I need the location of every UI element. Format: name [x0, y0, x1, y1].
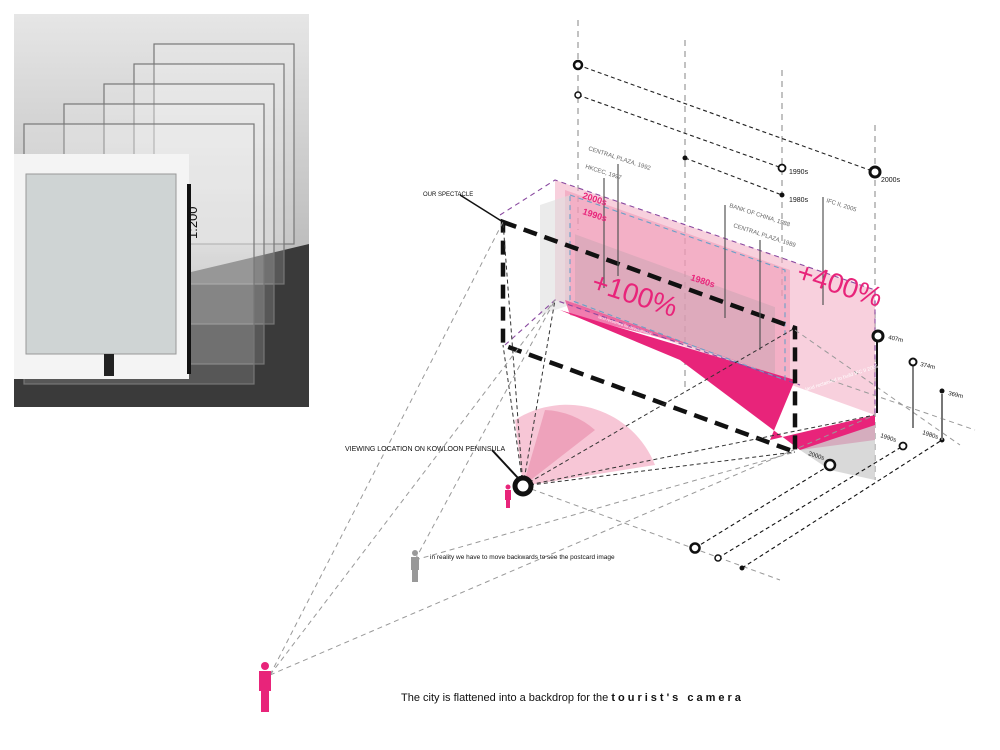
spectacle-frame: [500, 218, 798, 456]
timeline-lines: [577, 64, 876, 196]
label-407m: 407m: [888, 335, 904, 344]
viewing-location-marker: [512, 475, 534, 497]
building-leaders: [603, 164, 824, 350]
label-top-1980s: 1980s: [789, 197, 809, 204]
model-photo: 1:200: [14, 14, 309, 407]
timeline-markers: [572, 59, 882, 198]
label-viewing-location: VIEWING LOCATION ON KOWLOON PENINSULA: [345, 446, 505, 453]
caption-emphasis: tourist's camera: [611, 692, 744, 704]
label-top-1990s: 1990s: [789, 169, 809, 176]
scale-label: 1:200: [185, 206, 200, 239]
label-bottom-1990s: 1990s: [879, 433, 896, 444]
caption: The city is flattened into a backdrop fo…: [401, 692, 744, 704]
label-move-backwards: in reality we have to move backwards to …: [430, 554, 615, 561]
label-374m: 374m: [920, 362, 936, 371]
label-bottom-2000s: 2000s: [807, 451, 824, 462]
height-markers: [871, 329, 945, 440]
label-top-2000s: 2000s: [881, 177, 901, 184]
person-icon-pink-near: [505, 484, 511, 508]
person-icon-gray: [411, 550, 419, 582]
label-369m: 369m: [948, 391, 964, 400]
person-icon-pink-far: [259, 662, 271, 712]
label-ifc-2005: IFC II, 2005: [825, 198, 857, 214]
label-our-spectacle: OUR SPECTACLE: [423, 192, 473, 198]
label-bottom-1980s: 1980s: [921, 430, 938, 441]
land-reclamation: [560, 310, 875, 450]
caption-prefix: The city is flattened into a backdrop fo…: [401, 692, 612, 704]
sight-lines: [502, 221, 876, 487]
